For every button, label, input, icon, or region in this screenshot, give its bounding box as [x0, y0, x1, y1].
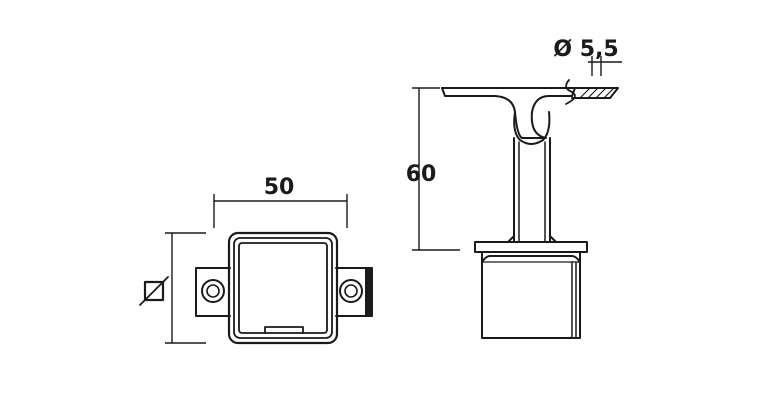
square-body: [227, 231, 339, 345]
saddle-plate: Ø 5,5: [441, 37, 622, 113]
top-view: 50: [139, 175, 373, 345]
hole-diameter-label: Ø 5,5: [553, 37, 618, 62]
base-sleeve: [481, 251, 581, 339]
joint: [513, 111, 551, 145]
right-lug: [335, 267, 373, 317]
height-dimension: 60: [406, 87, 460, 251]
left-lug: [195, 267, 231, 317]
width-label: 50: [264, 175, 295, 200]
square-dimension-icon: [139, 276, 169, 306]
square-dimension: [139, 232, 206, 344]
height-label: 60: [406, 162, 437, 187]
side-view: 60 Ø 5,5: [406, 37, 622, 339]
section-hatch: [579, 88, 614, 99]
width-dimension: 50: [213, 175, 348, 228]
flange: [474, 241, 588, 253]
post: [507, 137, 557, 243]
